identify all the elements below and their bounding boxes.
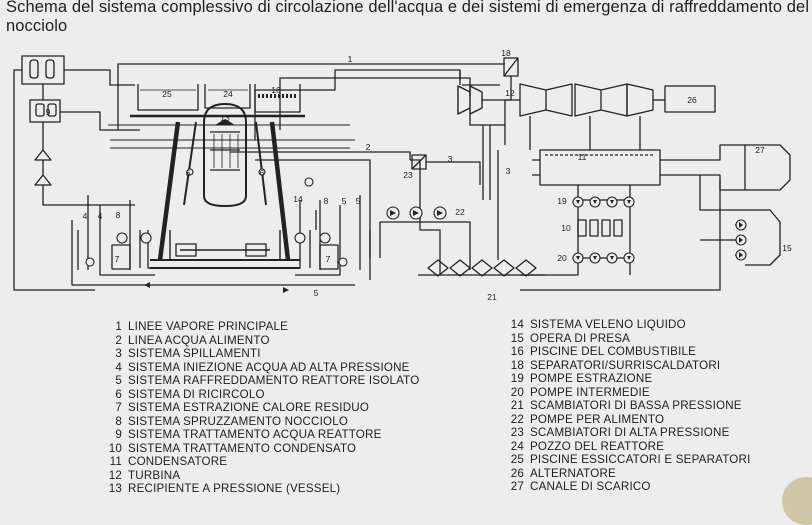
label-1: 1 [348,54,353,64]
label-3: 3 [448,154,453,164]
label-6: 6 [186,168,191,178]
label-25: 25 [162,89,172,99]
feedwater-line [230,151,481,275]
label-10: 10 [561,223,571,233]
label-23: 23 [403,170,413,180]
containment [108,114,355,269]
label-4a: 4 [83,211,88,221]
turbine-hall [457,57,716,260]
water-treatment-unit [13,55,140,291]
label-3b: 3 [506,166,511,176]
label-6b: 6 [260,168,265,178]
label-2: 2 [366,142,371,152]
label-7b: 7 [326,254,331,264]
label-7a: 7 [115,254,120,264]
label-12: 12 [505,88,515,98]
label-8a: 8 [116,210,121,220]
condenser [520,144,791,291]
label-5b: 5 [356,196,361,206]
label-16: 16 [271,85,281,95]
hp-turbine [457,85,483,115]
label-8b: 8 [324,196,329,206]
label-9: 9 [46,107,51,117]
diagram-title: Schema del sistema complessivo di circol… [6,0,810,35]
label-21: 21 [487,292,497,302]
circulation-schematic: 1 25 24 16 13 18 12 26 27 9 2 3 3 11 6 6… [13,48,792,302]
label-5c: 5 [314,288,319,298]
label-19: 19 [557,196,567,206]
label-15: 15 [782,243,792,253]
label-20: 20 [557,253,567,263]
page-corner [782,477,812,525]
label-13: 13 [220,113,230,123]
pools [137,84,301,113]
lp-heaters [418,259,545,277]
label-26: 26 [687,95,697,105]
label-5a: 5 [342,196,347,206]
label-18: 18 [501,48,511,58]
label-11: 11 [578,152,587,162]
label-14: 14 [293,194,303,204]
label-22: 22 [455,207,465,217]
containment-bottom-equipment [71,195,371,286]
label-4b: 4 [98,211,103,221]
reactor-vessel [203,103,247,207]
label-27: 27 [755,145,765,155]
label-24: 24 [223,89,233,99]
